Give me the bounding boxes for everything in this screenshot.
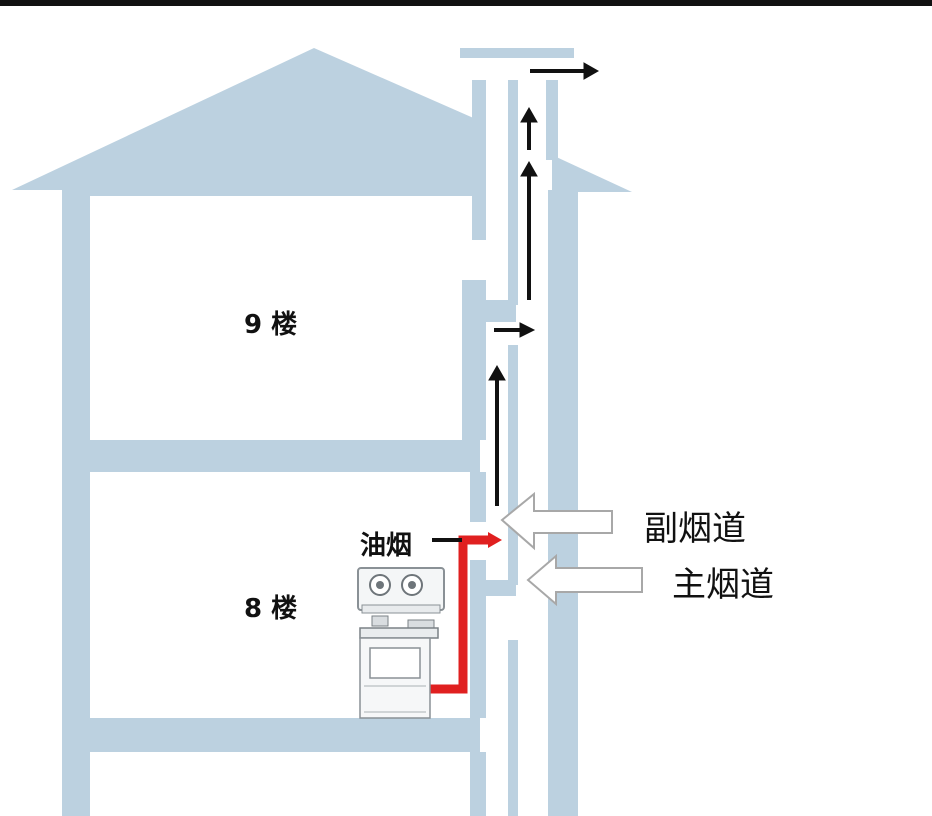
flue-connector-8	[486, 580, 516, 596]
secondary-flue-label: 副烟道	[644, 509, 746, 549]
secondary-flue-wall-lower	[470, 560, 486, 718]
main-flue-divider-lower	[508, 345, 518, 585]
secondary-flue-wall-upper	[462, 280, 486, 440]
top-border	[0, 0, 932, 6]
flow-arrows	[488, 62, 600, 506]
main-flue-label: 主烟道	[672, 565, 774, 605]
arrow-up-secondary-head	[488, 364, 506, 381]
roof	[12, 48, 478, 190]
floor-8-label: 8 楼	[244, 594, 297, 624]
arrow-up-top-head	[520, 106, 538, 123]
floor-9-label: 9 楼	[244, 310, 297, 340]
floor-slab-8	[62, 718, 480, 752]
right-wall	[548, 190, 578, 816]
main-flue-divider-bottom	[508, 640, 518, 816]
main-flue-channel	[518, 80, 546, 816]
oil-smoke-label: 油烟	[360, 531, 412, 561]
top-ceiling	[62, 182, 480, 196]
secondary-flue-wall-bottom	[470, 752, 486, 816]
exhaust-pipe	[428, 535, 492, 694]
roof-right-eave	[552, 155, 632, 192]
exhaust-pipe-head	[488, 532, 502, 548]
chimney-channel	[486, 80, 508, 280]
chimney-left-wall	[472, 80, 486, 240]
main-flue-callout-arrow	[526, 553, 643, 607]
arrow-exit-head	[583, 62, 600, 80]
stove-cabinet-icon	[359, 615, 439, 719]
main-flue-divider-upper	[508, 80, 518, 305]
flue-connector-9	[486, 300, 516, 322]
arrow-up-main-head	[520, 160, 538, 177]
chimney-right-wall	[546, 80, 558, 160]
range-hood-icon	[357, 567, 445, 614]
floor-slab-9	[62, 440, 480, 472]
secondary-flue-callout-arrow	[500, 491, 613, 551]
left-wall	[62, 190, 90, 816]
secondary-flue-wall-mid	[470, 472, 486, 522]
chimney-cap	[460, 48, 574, 58]
arrow-into-main-head	[519, 322, 536, 338]
